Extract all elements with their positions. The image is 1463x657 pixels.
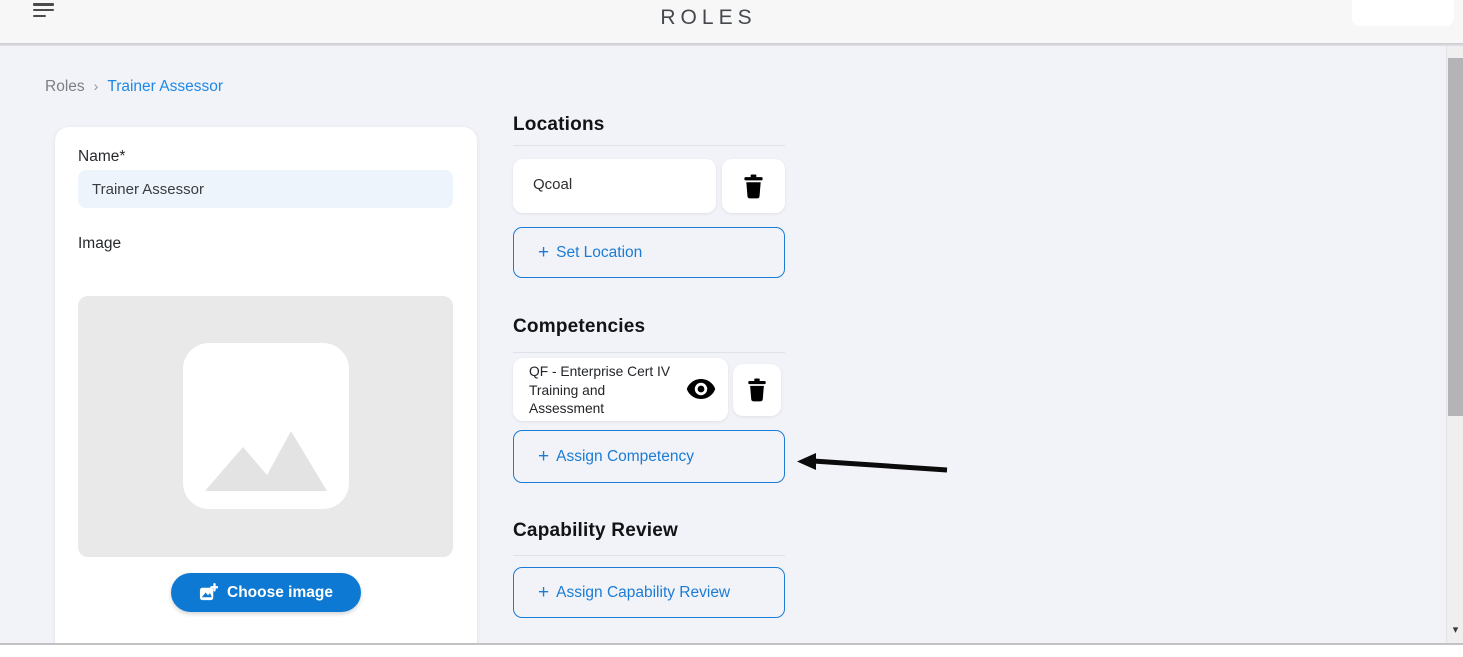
plus-icon: + <box>538 445 550 467</box>
outside-viewport-area <box>0 645 1463 657</box>
scrollbar-thumb[interactable] <box>1448 58 1463 416</box>
annotation-arrow-icon <box>797 453 948 473</box>
locations-divider <box>513 145 785 146</box>
top-header: ROLES <box>0 0 1463 43</box>
locations-heading: Locations <box>513 114 605 135</box>
plus-icon: + <box>538 241 550 263</box>
image-plus-icon <box>199 583 219 601</box>
chevron-right-icon: › <box>93 78 99 94</box>
header-divider <box>0 43 1463 46</box>
delete-location-button[interactable] <box>722 159 785 213</box>
delete-competency-button[interactable] <box>733 364 781 416</box>
main-content: Roles › Trainer Assessor Name* Image <box>0 46 1463 643</box>
set-location-label: Set Location <box>556 243 643 261</box>
choose-image-button[interactable]: Choose image <box>171 573 361 612</box>
image-placeholder <box>78 296 453 557</box>
role-form-card: Name* Image Cho <box>55 127 477 643</box>
competency-chip: QF - Enterprise Cert IV Training and Ass… <box>513 358 728 421</box>
hamburger-menu-icon[interactable] <box>33 3 55 21</box>
scroll-down-arrow-icon[interactable]: ▾ <box>1452 624 1459 636</box>
location-chip: Qcoal <box>513 159 716 213</box>
trash-icon <box>744 174 763 198</box>
assign-competency-button[interactable]: + Assign Competency <box>513 430 785 483</box>
image-placeholder-icon <box>183 343 349 509</box>
capability-review-heading: Capability Review <box>513 520 678 541</box>
view-competency-button[interactable] <box>686 378 716 405</box>
breadcrumb-parent[interactable]: Roles <box>45 78 85 95</box>
viewport-bottom-border <box>0 643 1463 645</box>
choose-image-label: Choose image <box>227 583 333 601</box>
assign-capability-review-label: Assign Capability Review <box>556 583 731 601</box>
breadcrumb: Roles › Trainer Assessor <box>45 78 223 96</box>
vertical-scrollbar[interactable]: ▾ <box>1446 46 1463 643</box>
plus-icon: + <box>538 581 550 603</box>
location-name: Qcoal <box>533 176 573 193</box>
name-input[interactable] <box>78 170 453 208</box>
name-label: Name* <box>78 148 126 165</box>
eye-icon <box>686 379 716 399</box>
image-label: Image <box>78 235 122 252</box>
competencies-heading: Competencies <box>513 316 646 337</box>
competency-name: QF - Enterprise Cert IV Training and Ass… <box>529 364 671 416</box>
mountains-icon <box>205 431 327 491</box>
competencies-divider <box>513 352 785 353</box>
page-title: ROLES <box>660 6 757 29</box>
set-location-button[interactable]: + Set Location <box>513 227 785 278</box>
redacted-user-box <box>1352 0 1454 26</box>
capability-review-divider <box>513 555 785 556</box>
trash-icon <box>748 378 766 402</box>
breadcrumb-current: Trainer Assessor <box>107 78 224 95</box>
assign-competency-label: Assign Competency <box>556 447 694 465</box>
assign-capability-review-button[interactable]: + Assign Capability Review <box>513 567 785 618</box>
